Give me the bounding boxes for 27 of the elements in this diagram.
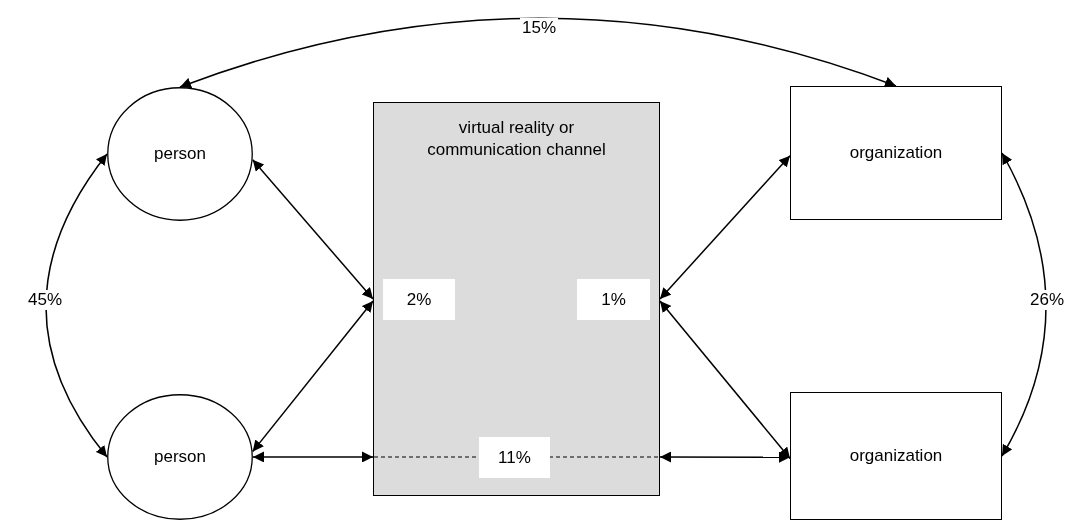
double-arrow: [659, 451, 791, 463]
organization-box: [790, 86, 1002, 220]
percent-box: [383, 279, 455, 320]
node-label: organization: [849, 143, 943, 163]
double-arrow: [251, 300, 374, 453]
edge-label: 26%: [1028, 290, 1067, 310]
double-arrow: [251, 159, 374, 300]
double-arrow: [45, 153, 108, 458]
double-arrow: [1001, 152, 1047, 457]
organization-box: [790, 392, 1002, 520]
double-arrow: [252, 451, 374, 463]
percent-box: [479, 437, 550, 478]
channel-title: virtual reality or communication channel: [426, 117, 607, 161]
percent-label: 1%: [601, 288, 626, 311]
node-label: organization: [849, 446, 943, 466]
person-circle: [107, 394, 253, 520]
percent-label: 2%: [406, 288, 432, 311]
channel-box: [373, 102, 660, 496]
double-arrow: [659, 300, 791, 460]
double-arrow: [659, 154, 791, 300]
person-circle: [107, 87, 253, 221]
double-arrow: [179, 17, 897, 89]
edge-label: 45%: [26, 290, 65, 310]
percent-label: 11%: [498, 446, 531, 469]
node-label: person: [154, 144, 206, 164]
percent-box: [577, 279, 650, 320]
node-label: person: [154, 447, 206, 467]
